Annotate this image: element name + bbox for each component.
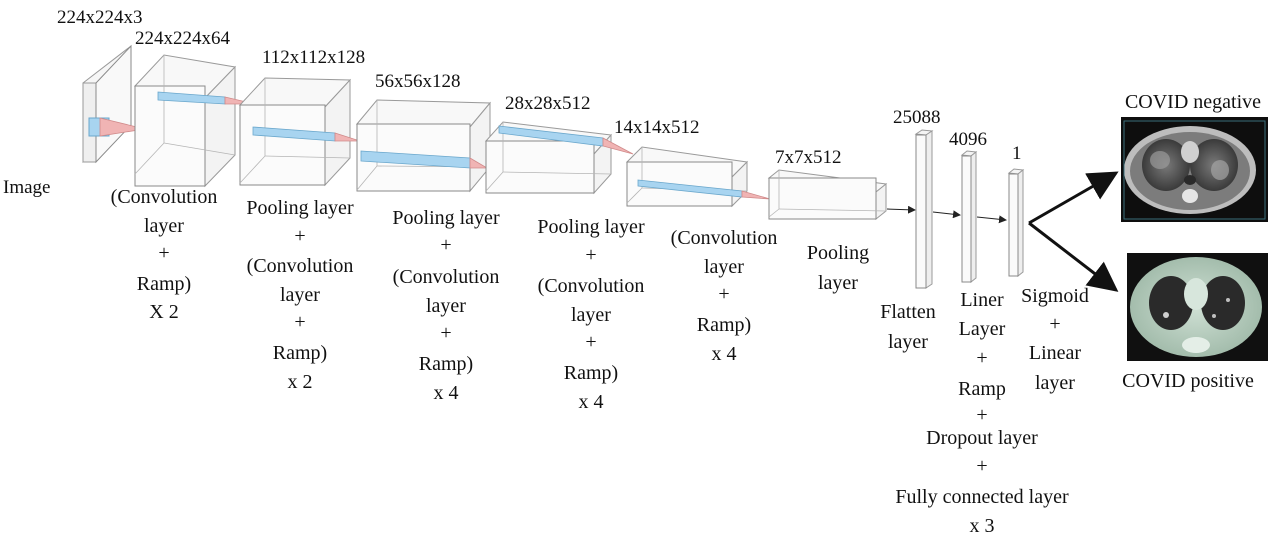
output-positive-label: COVID positive (1122, 370, 1254, 392)
dim-label-6: 14x14x512 (614, 117, 700, 138)
stage3-line: x 4 (434, 382, 459, 404)
stage2-line: + (294, 311, 305, 333)
dimension-labels: 224x224x3 224x224x64 112x112x128 56x56x1… (57, 7, 1022, 168)
dim-label-4: 56x56x128 (375, 71, 461, 92)
stage4-line: (Convolution (538, 275, 645, 297)
conv-block-112 (238, 77, 361, 187)
cone-5 (602, 137, 634, 155)
output-negative-label: COVID negative (1125, 91, 1261, 113)
arrow-to-output-1 (976, 215, 1007, 224)
stage1-line: layer (144, 215, 184, 237)
cone-6 (741, 190, 771, 200)
input-label: Image (3, 177, 50, 198)
stage2-line: + (294, 225, 305, 247)
sigmoid-caption: Sigmoid + Linear layer (1021, 285, 1089, 394)
stage-5-caption: (Convolution layer + Ramp) x 4 (671, 227, 778, 365)
fc-line: Liner (960, 289, 1004, 311)
arrow-to-flatten (886, 205, 916, 214)
ct-image-negative (1121, 117, 1268, 222)
cone-1 (99, 117, 146, 137)
input-block (82, 44, 146, 164)
stage4-line: Ramp) (564, 362, 618, 384)
stage-3-caption: Pooling layer + (Convolution layer + Ram… (392, 207, 500, 404)
conv-block-56 (355, 99, 492, 193)
arrow-to-negative (1028, 171, 1119, 225)
stage3-line: + (440, 234, 451, 256)
sigmoid-line: + (1049, 313, 1060, 335)
stage-6-caption: Pooling layer (807, 242, 869, 294)
stage1-line: + (158, 242, 169, 264)
stage-1-caption: (Convolution layer + Ramp) X 2 (111, 186, 218, 323)
stage4-line: + (585, 244, 596, 266)
stage4-line: layer (571, 304, 611, 326)
arrow-to-positive (1028, 221, 1119, 292)
conv-block-28 (484, 121, 634, 195)
stage4-line: + (585, 331, 596, 353)
flatten-caption: Flatten layer (880, 301, 936, 353)
fc-line: x 3 (970, 515, 995, 537)
dim-label-2: 224x224x64 (135, 28, 231, 49)
stage6-line: Pooling (807, 242, 869, 264)
stage4-line: Pooling layer (537, 216, 645, 238)
stage3-line: Pooling layer (392, 207, 500, 229)
dim-label-10: 1 (1012, 143, 1022, 164)
pool-block-7 (767, 169, 888, 221)
stage4-line: x 4 (579, 391, 604, 413)
stage5-line: Ramp) (697, 314, 751, 336)
fc-caption: Liner Layer + Ramp + Dropout layer + Ful… (895, 289, 1069, 537)
dim-label-3: 112x112x128 (262, 47, 365, 68)
fc-line: Fully connected layer (895, 486, 1069, 508)
stage2-line: Ramp) (273, 342, 327, 364)
stage2-line: Pooling layer (246, 197, 354, 219)
stage2-line: (Convolution (247, 255, 354, 277)
stage5-line: x 4 (712, 343, 737, 365)
cone-3 (334, 132, 361, 142)
fc-line: + (976, 404, 987, 426)
flatten-line: layer (888, 331, 928, 353)
stage-4-caption: Pooling layer + (Convolution layer + Ram… (537, 216, 645, 413)
stage3-line: Ramp) (419, 353, 473, 375)
dim-label-8: 25088 (893, 107, 941, 128)
stage-2-caption: Pooling layer + (Convolution layer + Ram… (246, 197, 354, 393)
sigmoid-line: Linear (1029, 342, 1082, 364)
dim-label-5: 28x28x512 (505, 93, 591, 114)
stage1-line: (Convolution (111, 186, 218, 208)
stage3-line: (Convolution (393, 266, 500, 288)
fc-line: Ramp (958, 378, 1006, 400)
dim-label-1: 224x224x3 (57, 7, 143, 28)
stage1-line: Ramp) (137, 273, 191, 295)
stage5-line: (Convolution (671, 227, 778, 249)
stage5-line: layer (704, 256, 744, 278)
stage1-line: X 2 (149, 301, 178, 323)
flatten-vector (914, 129, 934, 289)
dim-label-7: 7x7x512 (775, 147, 842, 168)
stage2-line: layer (280, 284, 320, 306)
cone-4 (469, 157, 489, 169)
stage3-line: layer (426, 295, 466, 317)
stage2-line: x 2 (288, 371, 313, 393)
stage6-line: layer (818, 272, 858, 294)
stage3-line: + (440, 322, 451, 344)
dense-vector-4096 (960, 150, 978, 284)
conv-block-224 (134, 54, 256, 188)
ct-image-positive (1127, 253, 1268, 361)
output-vector-1 (1007, 168, 1025, 278)
conv-block-14 (625, 146, 771, 208)
arrow-to-dense-4096 (932, 210, 961, 219)
fc-line: + (976, 347, 987, 369)
sigmoid-line: Sigmoid (1021, 285, 1089, 307)
sigmoid-line: layer (1035, 372, 1075, 394)
dim-label-9: 4096 (949, 129, 987, 150)
flatten-line: Flatten (880, 301, 936, 323)
fc-line: + (976, 455, 987, 477)
fc-line: Layer (959, 318, 1006, 340)
fc-line: Dropout layer (926, 427, 1038, 449)
stage5-line: + (718, 283, 729, 305)
